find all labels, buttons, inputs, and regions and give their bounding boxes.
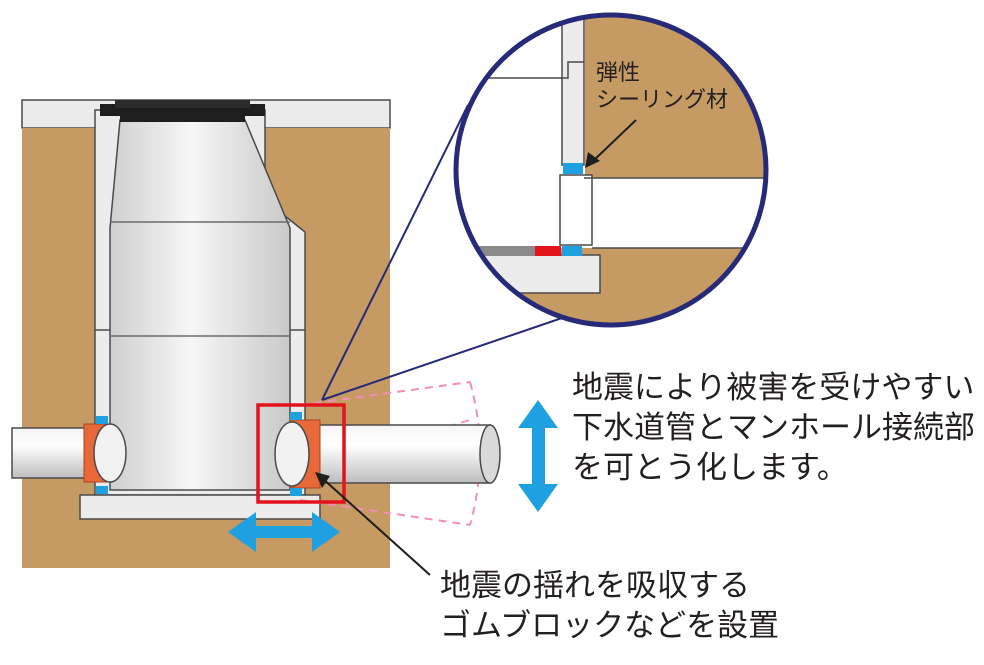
callout-right: 地震により被害を受けやすい 下水道管とマンホール接続部 を可とう化します。 [572, 368, 975, 488]
double-arrow-horizontal-icon [228, 512, 340, 552]
manhole-cover-frame [115, 100, 250, 108]
callout-bottom: 地震の揺れを吸収する ゴムブロックなどを設置 [440, 566, 779, 646]
double-arrow-vertical-icon [518, 400, 558, 512]
zoom-base-slab [456, 254, 601, 294]
right-pipe-opening [274, 421, 310, 487]
joint-highlight-box [256, 403, 346, 504]
callout-bottom-line1: 地震の揺れを吸収する [440, 568, 750, 604]
left-sealant [96, 486, 108, 494]
right-pipe [304, 424, 491, 484]
callout-bottom-line2: ゴムブロックなどを設置 [440, 608, 780, 644]
right-pipe-end [479, 424, 501, 484]
manhole-cover [100, 104, 265, 122]
zoom-label-line1: 弾性 [596, 61, 641, 86]
zoom-detail [456, 15, 766, 325]
zoom-label: 弾性 シーリング材 [596, 60, 728, 114]
zoom-sealant-blue [563, 163, 583, 174]
left-sealant [96, 416, 108, 424]
left-pipe-opening [93, 423, 127, 483]
zoom-connector-line [321, 317, 563, 401]
zoom-bottom-strip [456, 246, 535, 256]
callout-right-line1: 地震により被害を受けやすい [572, 370, 975, 406]
zoom-leader-arrow [591, 119, 637, 163]
right-sealant [290, 412, 302, 420]
zoom-label-line2: シーリング材 [596, 88, 729, 113]
bottom-leader-arrowhead [315, 472, 330, 488]
zoom-wall-step [456, 61, 584, 79]
zoom-ring [453, 12, 769, 328]
zoom-leader-arrowhead [585, 152, 600, 168]
zoom-pipe-wall [559, 174, 593, 246]
bottom-leader-line [321, 477, 431, 576]
zoom-sealant-blue [562, 246, 582, 256]
right-sealant [290, 488, 302, 496]
zoom-connector-line [321, 104, 469, 401]
base-slab [79, 494, 321, 520]
manhole-inner-shaft [109, 119, 291, 491]
callout-right-line3: を可とう化します。 [572, 450, 848, 486]
zoom-wall [561, 15, 585, 166]
zoom-rubber-red [535, 246, 561, 256]
callout-right-line2: 下水道管とマンホール接続部 [572, 410, 975, 446]
